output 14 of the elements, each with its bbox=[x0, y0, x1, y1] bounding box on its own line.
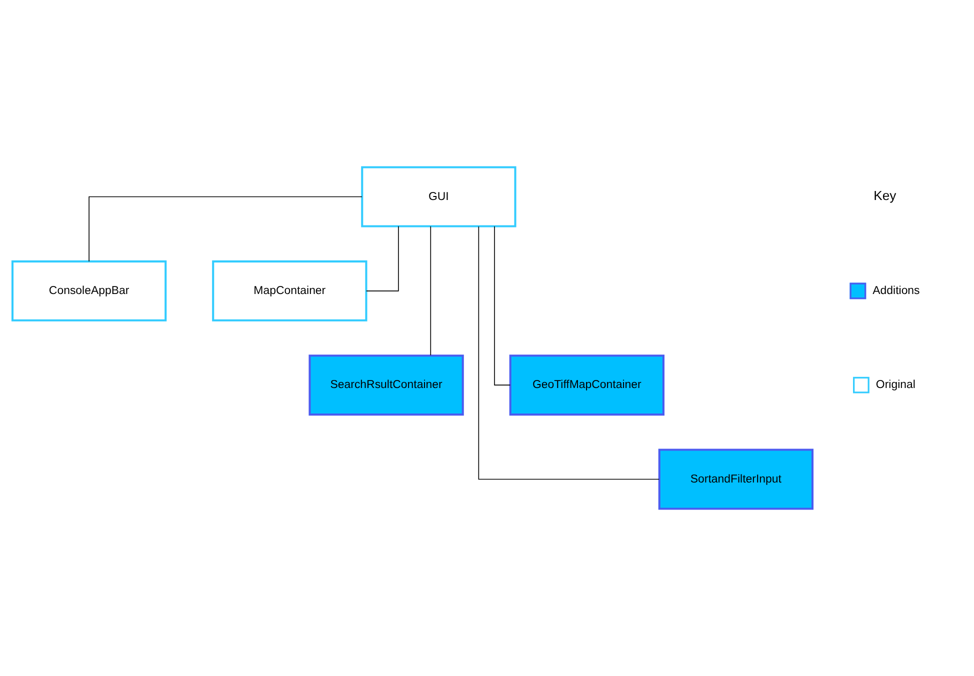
legend-label: Original bbox=[876, 379, 916, 392]
legend-label: Additions bbox=[872, 284, 920, 297]
connector bbox=[478, 226, 660, 480]
node-box: SortandFilterInput bbox=[658, 448, 814, 510]
connector bbox=[88, 196, 362, 262]
connector bbox=[366, 226, 399, 292]
label: Key bbox=[874, 188, 896, 203]
node-box: GeoTiffMapContainer bbox=[509, 354, 664, 416]
node-box: SearchRsultContainer bbox=[308, 354, 464, 416]
connector bbox=[494, 226, 511, 386]
node-box: ConsoleAppBar bbox=[11, 260, 167, 322]
connector bbox=[430, 226, 432, 356]
node-box: GUI bbox=[361, 166, 516, 228]
node-box: MapContainer bbox=[212, 260, 368, 322]
